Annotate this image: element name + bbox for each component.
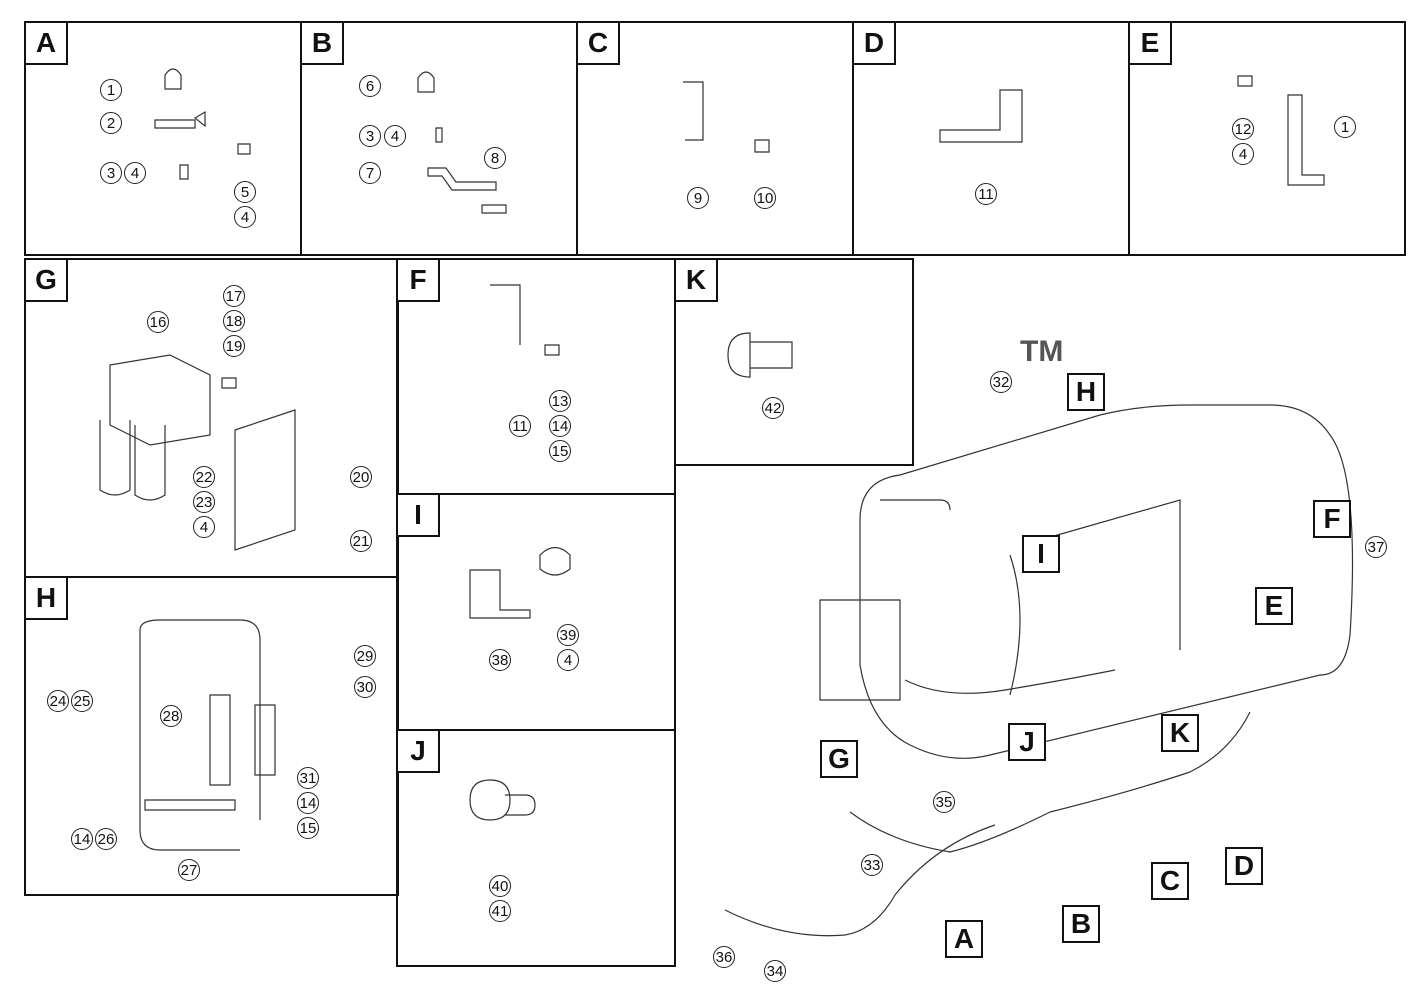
panel-a-tag: A	[26, 23, 68, 65]
panel-e: E	[1128, 21, 1406, 256]
callout-b-part: 7	[359, 162, 381, 184]
callout-f-part: 15	[549, 440, 571, 462]
locator-j: J	[1008, 723, 1046, 761]
callout-a-part: 3	[100, 162, 122, 184]
locator-e: E	[1255, 587, 1293, 625]
callout-e-part: 1	[1334, 116, 1356, 138]
callout-f-part: 11	[509, 415, 531, 437]
panel-j-tag: J	[398, 731, 440, 773]
callout-a-part: 1	[100, 79, 122, 101]
callout-e-part: 12	[1232, 118, 1254, 140]
callout-b-part: 4	[384, 125, 406, 147]
callout-g-part: 20	[350, 466, 372, 488]
callout-i-part: 39	[557, 624, 579, 646]
callout-g-part: 23	[193, 491, 215, 513]
panel-b-tag: B	[302, 23, 344, 65]
locator-i: I	[1022, 535, 1060, 573]
callout-b-part: 3	[359, 125, 381, 147]
locator-g: G	[820, 740, 858, 778]
callout-h-part: 27	[178, 859, 200, 881]
callout-g-part: 16	[147, 311, 169, 333]
callout-assembly-part: 34	[764, 960, 786, 982]
panel-d-tag: D	[854, 23, 896, 65]
callout-h-part: 28	[160, 705, 182, 727]
callout-c-part: 9	[687, 187, 709, 209]
callout-h-part: 30	[354, 676, 376, 698]
callout-assembly-part: 36	[713, 946, 735, 968]
callout-h-part: 14	[71, 828, 93, 850]
locator-a: A	[945, 920, 983, 958]
callout-a-part: 4	[234, 206, 256, 228]
panel-e-tag: E	[1130, 23, 1172, 65]
callout-g-part: 22	[193, 466, 215, 488]
callout-k-part: 42	[762, 397, 784, 419]
callout-g-part: 18	[223, 310, 245, 332]
callout-assembly-part: 37	[1365, 536, 1387, 558]
panel-b: B	[300, 21, 578, 256]
locator-d: D	[1225, 847, 1263, 885]
callout-a-part: 4	[124, 162, 146, 184]
callout-b-part: 8	[484, 147, 506, 169]
callout-i-part: 4	[557, 649, 579, 671]
locator-f: F	[1313, 500, 1351, 538]
callout-j-part: 40	[489, 875, 511, 897]
callout-g-part: 17	[223, 285, 245, 307]
callout-f-part: 13	[549, 390, 571, 412]
locator-b: B	[1062, 905, 1100, 943]
callout-assembly-part: 32	[990, 371, 1012, 393]
callout-c-part: 10	[754, 187, 776, 209]
callout-a-part: 2	[100, 112, 122, 134]
callout-assembly-part: 33	[861, 854, 883, 876]
panel-j: J	[396, 729, 676, 967]
panel-c-tag: C	[578, 23, 620, 65]
callout-j-part: 41	[489, 900, 511, 922]
callout-h-part: 14	[297, 792, 319, 814]
panel-f-tag: F	[398, 260, 440, 302]
panel-k: K	[674, 258, 914, 466]
callout-h-part: 26	[95, 828, 117, 850]
callout-assembly-part: 35	[933, 791, 955, 813]
callout-i-part: 38	[489, 649, 511, 671]
callout-f-part: 14	[549, 415, 571, 437]
panel-g: G	[24, 258, 399, 578]
callout-h-part: 24	[47, 690, 69, 712]
callout-g-part: 19	[223, 335, 245, 357]
callout-h-part: 25	[71, 690, 93, 712]
trademark-mark: TM	[1020, 335, 1064, 368]
callout-h-part: 15	[297, 817, 319, 839]
locator-h: H	[1067, 373, 1105, 411]
panel-k-tag: K	[676, 260, 718, 302]
callout-g-part: 4	[193, 516, 215, 538]
panel-h-tag: H	[26, 578, 68, 620]
callout-d-part: 11	[975, 183, 997, 205]
locator-k: K	[1161, 714, 1199, 752]
callout-h-part: 29	[354, 645, 376, 667]
callout-b-part: 6	[359, 75, 381, 97]
callout-g-part: 21	[350, 530, 372, 552]
callout-e-part: 4	[1232, 143, 1254, 165]
callout-a-part: 5	[234, 181, 256, 203]
locator-c: C	[1151, 862, 1189, 900]
callout-h-part: 31	[297, 767, 319, 789]
panel-g-tag: G	[26, 260, 68, 302]
panel-i-tag: I	[398, 495, 440, 537]
